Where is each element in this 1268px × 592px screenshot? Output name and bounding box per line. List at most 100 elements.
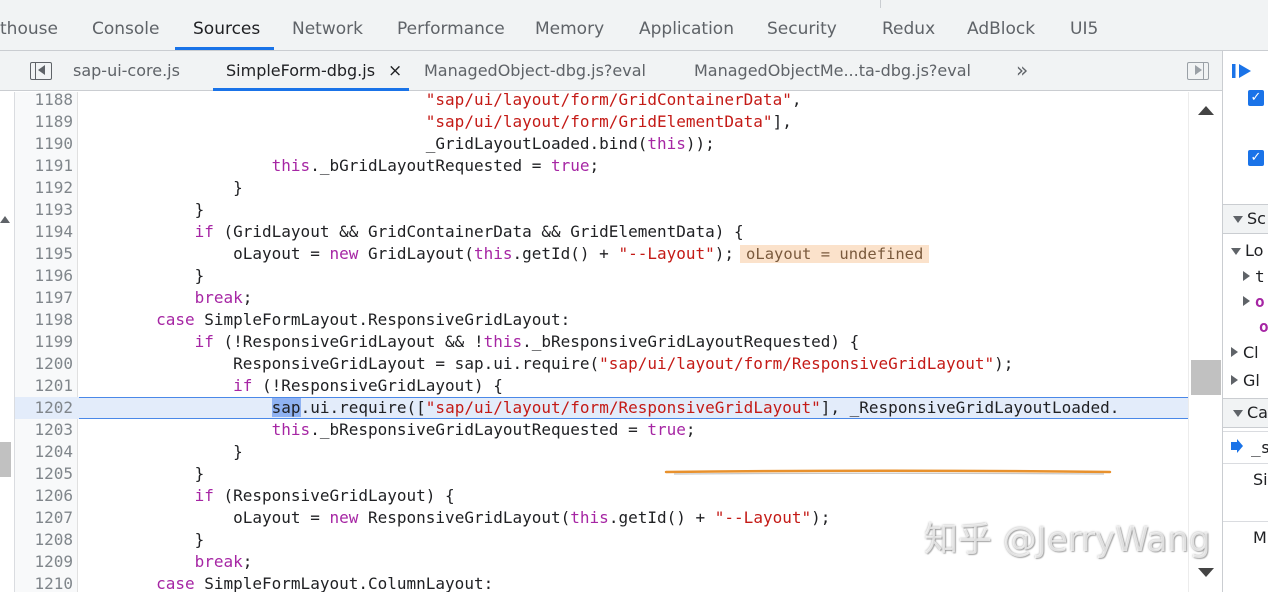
callstack-section-header[interactable]: Ca [1223, 398, 1268, 428]
checkbox-pause-caught[interactable]: ✓ [1248, 150, 1264, 166]
tab-memory[interactable]: Memory [535, 19, 605, 39]
tab-console[interactable]: Console [92, 19, 160, 39]
keyword-token: if [233, 376, 253, 395]
tab-security[interactable]: Security [767, 19, 837, 39]
close-tab-icon[interactable]: × [388, 61, 403, 81]
code-line[interactable]: 1208 } [15, 529, 1188, 551]
code-line[interactable]: 1194 if (GridLayout && GridContainerData… [15, 221, 1188, 243]
line-number[interactable]: 1192 [34, 178, 73, 197]
code-line[interactable]: 1193 } [15, 199, 1188, 221]
toggle-navigator-icon[interactable] [30, 62, 52, 80]
code-line-paused[interactable]: 1202 sap.ui.require(["sap/ui/layout/form… [15, 397, 1188, 419]
tab-network[interactable]: Network [292, 19, 363, 39]
line-number[interactable]: 1206 [34, 486, 73, 505]
code-line[interactable]: 1210 case SimpleFormLayout.ColumnLayout: [15, 573, 1188, 592]
line-number[interactable]: 1188 [34, 92, 73, 109]
code-line[interactable]: 1196 } [15, 265, 1188, 287]
code-line[interactable]: 1206 if (ResponsiveGridLayout) { [15, 485, 1188, 507]
scope-item-olayout[interactable]: o [1243, 292, 1265, 312]
tab-lighthouse[interactable]: thouse [0, 19, 58, 39]
code-text: "sap/ui/layout/form/GridElementData"], [79, 111, 792, 133]
code-line[interactable]: 1195 oLayout = new GridLayout(this.getId… [15, 243, 1188, 265]
navigator-scrollbar-thumb[interactable] [0, 442, 11, 477]
more-tabs-icon[interactable]: » [1016, 58, 1029, 82]
scrollbar-thumb[interactable] [1191, 360, 1221, 395]
line-number[interactable]: 1205 [34, 464, 73, 483]
tab-adblock[interactable]: AdBlock [967, 19, 1036, 39]
code-line[interactable]: 1192 } [15, 177, 1188, 199]
code-line[interactable]: 1200 ResponsiveGridLayout = sap.ui.requi… [15, 353, 1188, 375]
code-line[interactable]: 1205 } [15, 463, 1188, 485]
line-number[interactable]: 1210 [34, 574, 73, 592]
code-line[interactable]: 1204 } [15, 441, 1188, 463]
code-text: this._bResponsiveGridLayoutRequested = t… [79, 419, 696, 441]
callframe-current[interactable]: _s [1223, 431, 1268, 461]
line-number[interactable]: 1208 [34, 530, 73, 549]
scope-section-header[interactable]: Sc [1223, 204, 1268, 234]
collapse-arrow-icon[interactable] [0, 216, 10, 223]
line-number-gutter[interactable] [15, 92, 78, 592]
callframe-simpleform[interactable]: Si [1223, 463, 1268, 521]
file-tab-sap-ui-core[interactable]: sap-ui-core.js [73, 61, 180, 80]
line-number[interactable]: 1194 [34, 222, 73, 241]
line-number[interactable]: 1201 [34, 376, 73, 395]
code-editor[interactable]: 1188 "sap/ui/layout/form/GridContainerDa… [15, 92, 1188, 592]
tab-redux[interactable]: Redux [882, 19, 936, 39]
file-tab-managedobject[interactable]: ManagedObject-dbg.js?eval [424, 61, 646, 80]
callframe-managedobject[interactable]: M [1223, 521, 1268, 579]
checkbox-pause-exceptions[interactable]: ✓ [1248, 90, 1264, 106]
code-line[interactable]: 1207 oLayout = new ResponsiveGridLayout(… [15, 507, 1188, 529]
tab-ui5[interactable]: UI5 [1070, 19, 1099, 39]
line-number[interactable]: 1189 [34, 112, 73, 131]
line-number[interactable]: 1195 [34, 244, 73, 263]
line-number[interactable]: 1203 [34, 420, 73, 439]
tab-application[interactable]: Application [639, 19, 734, 39]
scroll-down-arrow-icon[interactable] [1198, 568, 1214, 577]
line-number[interactable]: 1197 [34, 288, 73, 307]
code-text: if (GridLayout && GridContainerData && G… [79, 221, 744, 243]
code-line[interactable]: 1203 this._bResponsiveGridLayoutRequeste… [15, 419, 1188, 441]
line-number[interactable]: 1202 [34, 398, 73, 417]
scope-local[interactable]: Lo [1231, 241, 1263, 261]
line-number[interactable]: 1200 [34, 354, 73, 373]
editor-scrollbar[interactable] [1188, 92, 1222, 592]
scope-global[interactable]: Gl [1231, 371, 1260, 391]
code-line[interactable]: 1188 "sap/ui/layout/form/GridContainerDa… [15, 92, 1188, 111]
toggle-debugger-icon[interactable] [1187, 62, 1209, 80]
code-line[interactable]: 1190 _GridLayoutLoaded.bind(this)); [15, 133, 1188, 155]
line-number[interactable]: 1207 [34, 508, 73, 527]
code-token: ; [242, 288, 253, 307]
scope-closure[interactable]: Cl [1231, 343, 1259, 363]
code-text: } [79, 529, 205, 551]
line-number[interactable]: 1193 [34, 200, 73, 219]
code-line[interactable]: 1191 this._bGridLayoutRequested = true; [15, 155, 1188, 177]
expand-arrow-icon [1243, 296, 1250, 306]
code-line[interactable]: 1199 if (!ResponsiveGridLayout && !this.… [15, 331, 1188, 353]
code-line[interactable]: 1209 break; [15, 551, 1188, 573]
line-number[interactable]: 1198 [34, 310, 73, 329]
execution-line-highlight [79, 397, 1188, 419]
tab-sources[interactable]: Sources [193, 19, 261, 39]
line-number[interactable]: 1191 [34, 156, 73, 175]
line-number[interactable]: 1204 [34, 442, 73, 461]
file-tab-simpleform[interactable]: SimpleForm-dbg.js [226, 61, 376, 80]
line-number[interactable]: 1209 [34, 552, 73, 571]
resume-icon[interactable] [1231, 61, 1255, 81]
scope-item-label: o [1259, 317, 1268, 336]
line-number[interactable]: 1190 [34, 134, 73, 153]
code-line[interactable]: 1198 case SimpleFormLayout.ResponsiveGri… [15, 309, 1188, 331]
code-token: } [194, 530, 205, 549]
line-number[interactable]: 1199 [34, 332, 73, 351]
line-number[interactable]: 1196 [34, 266, 73, 285]
string-token: "--Layout" [618, 244, 715, 263]
code-token: } [194, 464, 205, 483]
scope-item-this[interactable]: t [1243, 267, 1265, 287]
scope-item-o[interactable]: o [1259, 317, 1268, 337]
tab-performance[interactable]: Performance [397, 19, 505, 39]
scroll-up-arrow-icon[interactable] [1198, 106, 1214, 115]
file-tab-managedobjectmetadata[interactable]: ManagedObjectMe...ta-dbg.js?eval [694, 61, 971, 80]
code-line[interactable]: 1197 break; [15, 287, 1188, 309]
code-line[interactable]: 1189 "sap/ui/layout/form/GridElementData… [15, 111, 1188, 133]
code-text: oLayout = new ResponsiveGridLayout(this.… [79, 507, 830, 529]
code-line[interactable]: 1201 if (!ResponsiveGridLayout) { [15, 375, 1188, 397]
